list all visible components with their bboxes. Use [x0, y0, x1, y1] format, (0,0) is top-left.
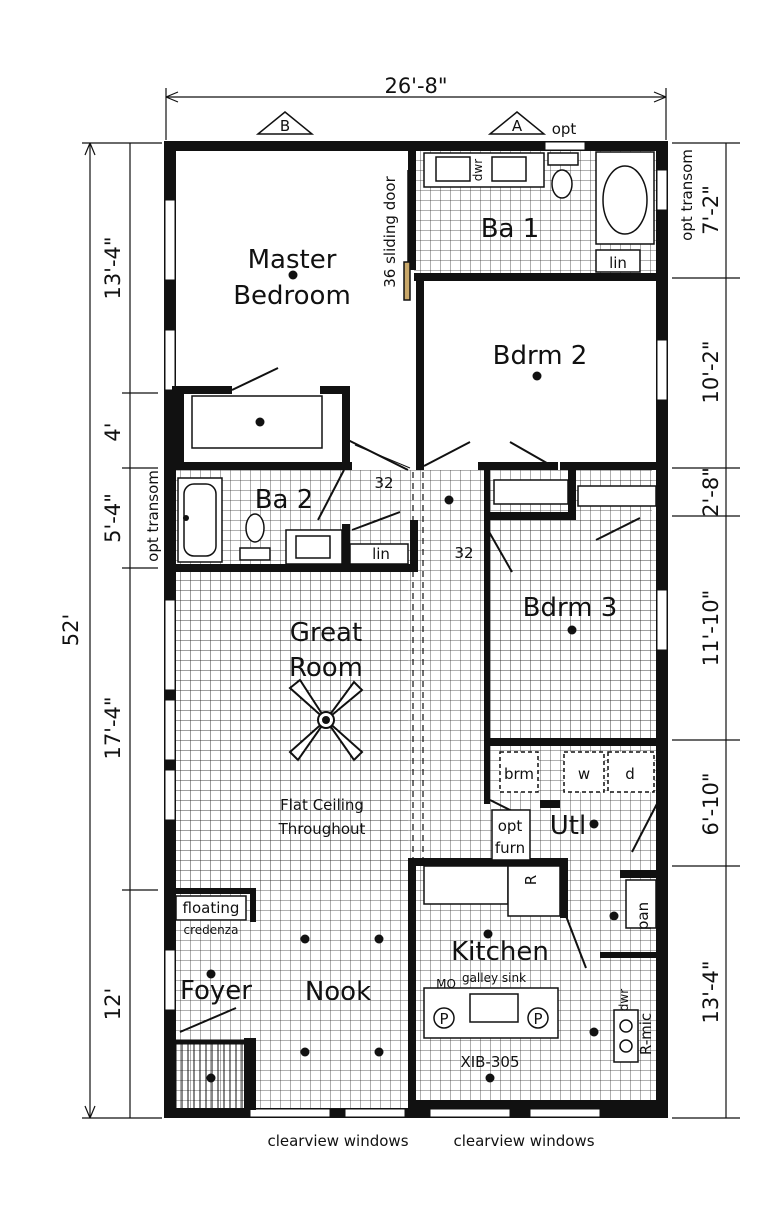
dim-left-2: 4' — [101, 422, 125, 441]
model-label: XIB-305 — [460, 1053, 519, 1071]
room-utl: Utl — [550, 811, 586, 841]
lin-label-2: lin — [372, 545, 390, 563]
windows — [164, 141, 668, 1118]
clearview-right: clearview windows — [453, 1132, 594, 1150]
opt-furn-line1: opt — [498, 817, 523, 835]
dimension-lines — [82, 88, 740, 1119]
flat-ceiling-line2: Throughout — [278, 820, 366, 838]
room-great-line2: Room — [289, 653, 363, 683]
clearview-left: clearview windows — [267, 1132, 408, 1150]
dim-right-1: 7'-2" — [699, 185, 723, 235]
dryer-label: d — [625, 765, 635, 783]
dwr-kitchen-label: dwr — [617, 989, 631, 1011]
opt-transom-right: opt transom — [678, 149, 696, 241]
marker-a-label: A — [512, 117, 523, 135]
pendant-right: P — [533, 1010, 542, 1028]
room-ba2: Ba 2 — [255, 485, 314, 515]
credenza-label: credenza — [184, 923, 239, 937]
section-markers — [255, 111, 547, 135]
lin-label-1: lin — [609, 254, 627, 272]
washer-label: w — [578, 765, 590, 783]
marker-opt-label: opt — [552, 120, 577, 138]
room-master-line2: Bedroom — [233, 281, 351, 311]
opt-furn-line2: furn — [495, 839, 525, 857]
dim-left-3: 5'-4" — [101, 493, 125, 543]
rmic-label: R-mic — [637, 1013, 655, 1055]
section-marker-b — [255, 111, 315, 135]
brm-label: brm — [504, 765, 534, 783]
kitchen-fixtures — [175, 865, 657, 1063]
dim-right-3: 2'-8" — [699, 467, 723, 517]
section-marker-a — [487, 111, 547, 135]
galley-sink-label: galley sink — [462, 971, 526, 985]
dim-right-2: 10'-2" — [699, 340, 723, 403]
light-fixtures — [183, 270, 619, 1083]
room-ba1: Ba 1 — [481, 214, 540, 244]
flat-ceiling-line1: Flat Ceiling — [280, 796, 364, 814]
room-foyer: Foyer — [180, 976, 252, 1006]
pan-label: pan — [634, 902, 652, 930]
room-bdrm3: Bdrm 3 — [523, 593, 618, 623]
dashed-lines — [412, 472, 424, 1100]
opt-transom-left: opt transom — [144, 470, 162, 562]
dim-right-6: 13'-4" — [699, 960, 723, 1023]
room-great-line1: Great — [290, 618, 362, 648]
marker-b-label: B — [280, 117, 290, 135]
room-bdrm2: Bdrm 2 — [493, 341, 588, 371]
dim-overall-depth: 52' — [59, 614, 83, 647]
room-kitchen: Kitchen — [451, 937, 549, 967]
dim-right-5: 6'-10" — [699, 772, 723, 835]
ba1-fixtures — [403, 151, 655, 301]
dim-left-4: 17'-4" — [101, 696, 125, 759]
dim-overall-width: 26'-8" — [384, 74, 447, 98]
dim-left-1: 13'-4" — [101, 236, 125, 299]
door-32-a: 32 — [374, 474, 393, 492]
ceiling-fan-icon — [288, 678, 364, 762]
mo-label: MO — [436, 977, 456, 991]
dim-right-4: 11'-10" — [699, 590, 723, 666]
fridge-label: R — [522, 875, 540, 885]
labels: 26'-8" B A opt 52' 13'-4" 4' 5'-4" 17'-4… — [59, 74, 723, 1150]
dwr-bath-label: dwr — [471, 159, 485, 181]
sliding-door-note: 36 sliding door — [381, 175, 399, 287]
door-32-b: 32 — [454, 544, 473, 562]
dim-left-5: 12' — [101, 988, 125, 1021]
room-master-line1: Master — [248, 245, 337, 275]
interior-walls — [172, 150, 662, 1110]
room-nook: Nook — [305, 977, 371, 1007]
floating-label: floating — [183, 899, 240, 917]
pendant-left: P — [439, 1010, 448, 1028]
door-swings — [179, 367, 661, 1033]
utility-fixtures — [491, 751, 655, 861]
